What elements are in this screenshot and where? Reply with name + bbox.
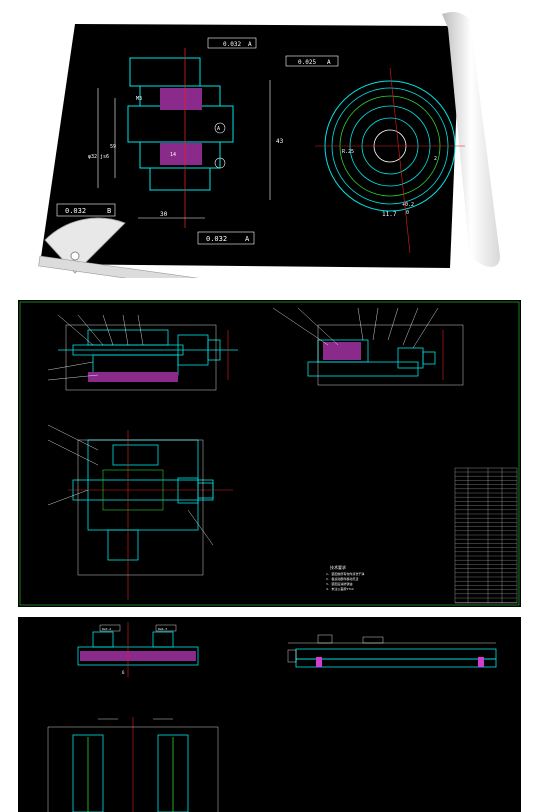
tolerance-bottom-datum: A [245, 235, 250, 243]
surface-finish-a: Ra3.2 [102, 627, 111, 631]
circle-datum-label: A [217, 126, 220, 132]
dim-left-a-label: φ32 js6 [88, 154, 109, 160]
note-line-3: 3. 装配后涂防锈油 [326, 581, 352, 586]
dim-radius-label: R.25 [342, 149, 354, 155]
tolerance-top-datum: A [248, 41, 252, 48]
part-drawing-svg: 0.032 A 0.032 B 0.032 A 0.025 A 30 43 φ3… [38, 12, 500, 278]
dim-keyway-tol-lower: 0 [406, 210, 409, 216]
drawing-sheet-part: 0.032 A 0.032 B 0.032 A 0.025 A 30 43 φ3… [30, 8, 500, 278]
tolerance-bottom-value: 0.032 [206, 235, 227, 243]
notes-title: 技术要求 [330, 564, 346, 570]
dim-height-label: 43 [276, 138, 284, 145]
tolerance-right-datum: A [327, 59, 331, 66]
drawing-sheet-parts: Ra3.2 Ra6.3 6 [18, 617, 521, 812]
note-line-1: 1. 装配前所有零件清洗干净 [326, 571, 364, 576]
tolerance-left-datum: B [107, 207, 111, 215]
tolerance-right-value: 0.025 [298, 59, 316, 66]
dim-keyway-label: 11.7 [382, 211, 397, 218]
tolerance-top-value: 0.032 [223, 41, 241, 48]
parts-list-table [454, 467, 518, 604]
note-line-4: 4. 未注公差按IT12 [326, 586, 354, 591]
tolerance-left-value: 0.032 [65, 207, 86, 215]
protractor-icon [38, 217, 209, 278]
dim-chamfer-label: M3 [136, 96, 142, 102]
part-label-c: 6 [122, 670, 125, 675]
drawing-sheet-assembly: 技术要求 1. 装配前所有零件清洗干净 2. 各运动部件移动灵活 3. 装配后涂… [18, 300, 521, 607]
note-line-2: 2. 各运动部件移动灵活 [326, 576, 358, 581]
paper-roll [442, 12, 500, 267]
surface-finish-b: Ra6.3 [158, 627, 167, 631]
dim-keyway-tol-upper: +0.2 [402, 202, 414, 208]
dim-left-b-label: 59 [110, 144, 116, 150]
dim-width-label: 30 [160, 211, 168, 218]
dim-inner-label: 14 [170, 152, 176, 158]
assembly-drawing-svg: 技术要求 1. 装配前所有零件清洗干净 2. 各运动部件移动灵活 3. 装配后涂… [19, 301, 520, 606]
parts-drawing-svg: Ra3.2 Ra6.3 6 [47, 622, 497, 812]
dim-side-small-label: 2 [434, 156, 437, 162]
